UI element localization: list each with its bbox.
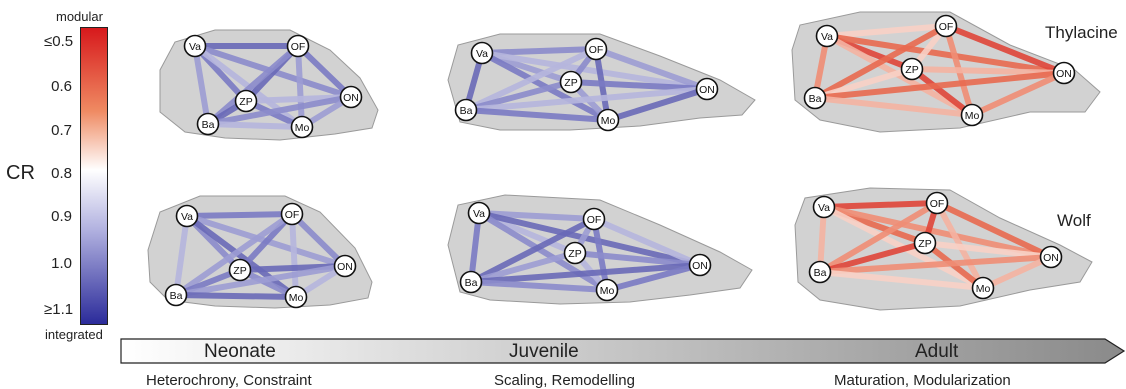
module-node-zp: ZP: [902, 59, 923, 80]
module-node-label: Va: [181, 211, 193, 223]
module-node-label: Ba: [809, 93, 822, 105]
module-node-ba: Ba: [461, 272, 482, 293]
module-link-Ba-Mo: [176, 295, 296, 297]
panel-wolf-neonate: Va OF ZP ON Ba Mo: [148, 196, 372, 308]
module-node-mo: Mo: [286, 287, 307, 308]
module-node-label: ZP: [918, 238, 931, 250]
module-node-label: ON: [1043, 252, 1059, 264]
module-node-label: ZP: [905, 64, 918, 76]
stage-label-neonate: Neonate: [204, 341, 276, 363]
module-node-label: Mo: [965, 110, 980, 122]
module-node-label: Ba: [170, 290, 183, 302]
module-node-on: ON: [1054, 63, 1075, 84]
module-node-of: OF: [586, 39, 607, 60]
module-node-label: Ba: [202, 119, 215, 131]
module-node-label: ON: [343, 92, 359, 104]
panel-thylacine-neonate: Va OF ZP ON Ba Mo: [160, 30, 378, 140]
module-node-label: OF: [291, 41, 306, 53]
module-node-mo: Mo: [292, 117, 313, 138]
module-node-label: OF: [587, 214, 602, 226]
module-node-zp: ZP: [561, 72, 582, 93]
module-node-label: Va: [821, 31, 833, 43]
module-node-label: Ba: [465, 277, 478, 289]
module-node-label: Va: [189, 41, 201, 53]
module-node-mo: Mo: [973, 278, 994, 299]
module-node-mo: Mo: [597, 280, 618, 301]
module-node-of: OF: [584, 209, 605, 230]
module-node-ba: Ba: [810, 262, 831, 283]
module-node-label: Ba: [814, 267, 827, 279]
module-link-Va-OF: [187, 214, 292, 216]
module-node-label: Mo: [976, 283, 991, 295]
module-node-ba: Ba: [456, 100, 477, 121]
module-node-label: ZP: [564, 77, 577, 89]
panel-thylacine-adult: Va OF ZP ON BaMo: [792, 12, 1100, 132]
module-node-on: ON: [697, 79, 718, 100]
module-node-label: ON: [692, 260, 708, 272]
module-link-Va-OF: [824, 203, 937, 207]
module-node-label: Va: [476, 48, 488, 60]
module-node-label: Mo: [289, 292, 304, 304]
module-node-of: OF: [936, 16, 957, 37]
module-node-of: OF: [288, 36, 309, 57]
module-link-OF-Mo: [298, 46, 302, 127]
module-node-label: ZP: [233, 265, 246, 277]
module-link-Va-OF: [482, 49, 596, 53]
module-node-label: Va: [818, 202, 830, 214]
module-node-label: ZP: [568, 248, 581, 260]
module-node-label: Mo: [601, 115, 616, 127]
module-node-on: ON: [341, 87, 362, 108]
module-node-mo: Mo: [962, 105, 983, 126]
module-node-ba: Ba: [198, 114, 219, 135]
module-node-label: OF: [939, 21, 954, 33]
module-node-label: OF: [930, 198, 945, 210]
module-node-of: OF: [927, 193, 948, 214]
module-node-label: ON: [699, 84, 715, 96]
module-node-va: Va: [177, 206, 198, 227]
module-node-label: Mo: [295, 122, 310, 134]
module-node-on: ON: [335, 256, 356, 277]
process-label-juvenile: Scaling, Remodelling: [494, 372, 635, 389]
module-node-label: OF: [285, 209, 300, 221]
module-node-va: Va: [185, 36, 206, 57]
process-label-neonate: Heterochrony, Constraint: [146, 372, 312, 389]
module-node-zp: ZP: [915, 233, 936, 254]
module-node-zp: ZP: [565, 243, 586, 264]
module-link-OF-Mo: [292, 214, 296, 297]
module-node-va: Va: [469, 203, 490, 224]
module-node-ba: Ba: [166, 285, 187, 306]
module-node-label: Mo: [600, 285, 615, 297]
module-node-label: ON: [337, 261, 353, 273]
module-node-on: ON: [690, 255, 711, 276]
module-node-va: Va: [472, 43, 493, 64]
module-node-va: Va: [814, 197, 835, 218]
stage-label-juvenile: Juvenile: [509, 341, 579, 363]
module-node-label: Ba: [460, 105, 473, 117]
module-node-label: ZP: [239, 96, 252, 108]
module-node-label: OF: [589, 44, 604, 56]
stage-label-adult: Adult: [915, 341, 958, 363]
module-node-of: OF: [282, 204, 303, 225]
module-node-mo: Mo: [598, 110, 619, 131]
module-node-label: Va: [473, 208, 485, 220]
module-link-Ba-Mo: [208, 124, 302, 127]
module-node-zp: ZP: [230, 260, 251, 281]
module-node-va: Va: [817, 26, 838, 47]
module-node-on: ON: [1041, 247, 1062, 268]
panel-thylacine-juvenile: Va OF ZP ON BaMo: [448, 34, 755, 131]
process-label-adult: Maturation, Modularization: [834, 372, 1011, 389]
module-node-label: ON: [1056, 68, 1072, 80]
module-node-ba: Ba: [805, 88, 826, 109]
module-node-zp: ZP: [236, 91, 257, 112]
